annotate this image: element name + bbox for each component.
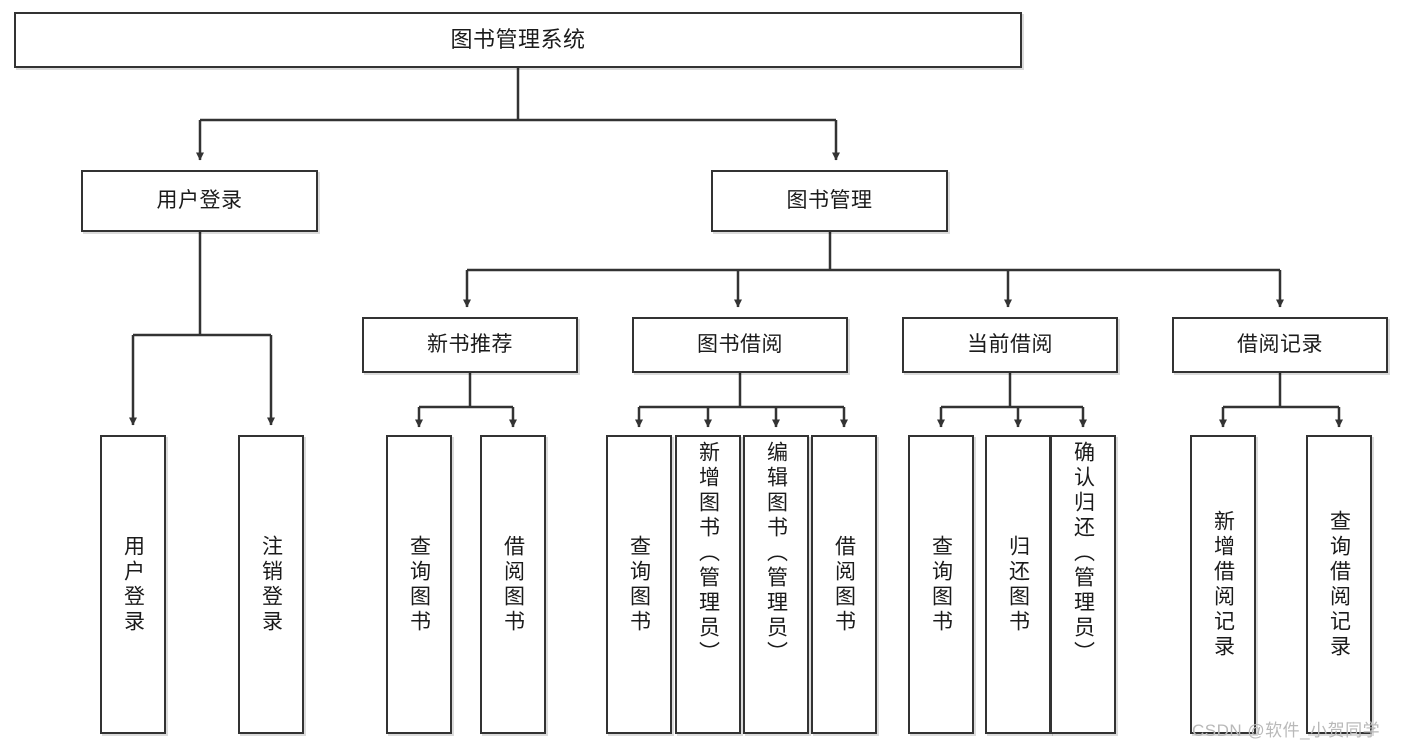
node-borrow-record[interactable]: 借阅记录 <box>1172 317 1388 373</box>
node-logout-login-label: 注销登录 <box>259 534 283 635</box>
node-edit-book-admin[interactable]: 编辑图书（管理员） <box>743 435 809 734</box>
node-borrow-book-1-label: 借阅图书 <box>501 534 525 635</box>
node-query-book-1-label: 查询图书 <box>407 534 431 635</box>
node-book-borrow-label: 图书借阅 <box>697 333 783 357</box>
node-borrow-book-2[interactable]: 借阅图书 <box>811 435 877 734</box>
node-user-login[interactable]: 用户登录 <box>100 435 166 734</box>
node-add-book-admin-label: 新增图书（管理员） <box>696 441 720 666</box>
node-query-borrow-record[interactable]: 查询借阅记录 <box>1306 435 1372 734</box>
node-new-book-recommend-label: 新书推荐 <box>427 333 513 357</box>
node-book-management[interactable]: 图书管理 <box>711 170 948 232</box>
node-borrow-book-2-label: 借阅图书 <box>832 534 856 635</box>
node-query-borrow-record-label: 查询借阅记录 <box>1327 509 1351 660</box>
node-borrow-book-1[interactable]: 借阅图书 <box>480 435 546 734</box>
node-return-book[interactable]: 归还图书 <box>985 435 1051 734</box>
node-edit-book-admin-label: 编辑图书（管理员） <box>764 441 788 666</box>
csdn-watermark: CSDN @软件_小贺同学 <box>1192 721 1381 740</box>
node-query-book-1[interactable]: 查询图书 <box>386 435 452 734</box>
node-confirm-return-admin[interactable]: 确认归还（管理员） <box>1050 435 1116 734</box>
node-current-borrow[interactable]: 当前借阅 <box>902 317 1118 373</box>
node-user-login-label: 用户登录 <box>121 534 145 635</box>
node-user-login[interactable]: 用户登录 <box>81 170 318 232</box>
node-new-book-recommend[interactable]: 新书推荐 <box>362 317 578 373</box>
node-book-management-label: 图书管理 <box>786 189 873 213</box>
node-borrow-record-label: 借阅记录 <box>1237 333 1323 357</box>
node-root-system-label: 图书管理系统 <box>450 26 586 52</box>
node-query-book-2-label: 查询图书 <box>627 534 651 635</box>
node-add-borrow-record[interactable]: 新增借阅记录 <box>1190 435 1256 734</box>
node-return-book-label: 归还图书 <box>1006 534 1030 635</box>
node-root-system[interactable]: 图书管理系统 <box>14 12 1022 68</box>
node-user-login-label: 用户登录 <box>156 189 243 213</box>
node-query-book-3[interactable]: 查询图书 <box>908 435 974 734</box>
node-book-borrow[interactable]: 图书借阅 <box>632 317 848 373</box>
node-current-borrow-label: 当前借阅 <box>967 333 1053 357</box>
node-confirm-return-admin-label: 确认归还（管理员） <box>1071 441 1095 666</box>
node-query-book-2[interactable]: 查询图书 <box>606 435 672 734</box>
node-add-book-admin[interactable]: 新增图书（管理员） <box>675 435 741 734</box>
node-query-book-3-label: 查询图书 <box>929 534 953 635</box>
node-logout-login[interactable]: 注销登录 <box>238 435 304 734</box>
node-add-borrow-record-label: 新增借阅记录 <box>1211 509 1235 660</box>
